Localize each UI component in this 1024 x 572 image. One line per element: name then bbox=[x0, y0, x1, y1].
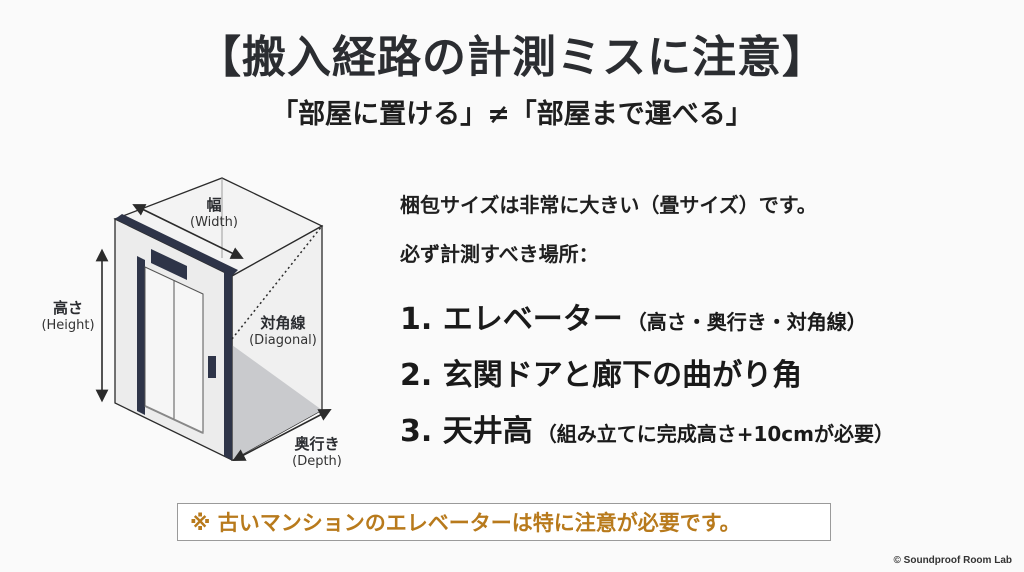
depth-label: 奥行き (Depth) bbox=[292, 435, 342, 470]
list-item: 1. エレベーター（高さ・奥行き・対角線） bbox=[400, 302, 867, 337]
page-subtitle: 「部屋に置ける」≠「部屋まで運べる」 bbox=[271, 99, 753, 130]
elevator-diagram: 幅 (Width) 高さ (Height) 対角線 (Diagonal) 奥行き… bbox=[0, 170, 380, 490]
diagonal-line bbox=[231, 225, 323, 340]
warning-text: ※ 古いマンションのエレベーターは特に注意が必要です。 bbox=[190, 511, 741, 535]
copyright-credit: © Soundproof Room Lab bbox=[893, 555, 1012, 566]
diagonal-label: 対角線 (Diagonal) bbox=[249, 314, 317, 349]
frame-left bbox=[137, 256, 145, 415]
width-arrow bbox=[132, 204, 244, 259]
elevator-illustration bbox=[95, 177, 332, 462]
call-button-panel bbox=[208, 356, 216, 378]
width-label: 幅 (Width) bbox=[190, 196, 238, 231]
measurement-list: 1. エレベーター（高さ・奥行き・対角線） 2. 玄関ドアと廊下の曲がり角 3.… bbox=[400, 292, 894, 460]
height-label: 高さ (Height) bbox=[41, 299, 95, 334]
frame-right bbox=[224, 272, 232, 460]
list-item: 3. 天井高（組み立てに完成高さ+10cmが必要） bbox=[400, 414, 895, 449]
page-title: 【搬入経路の計測ミスに注意】 bbox=[197, 32, 827, 83]
warning-box: ※ 古いマンションのエレベーターは特に注意が必要です。 bbox=[177, 503, 831, 541]
list-item: 2. 玄関ドアと廊下の曲がり角 bbox=[400, 358, 803, 393]
depth-arrow bbox=[232, 409, 332, 461]
places-heading: 必ず計測すべき場所： bbox=[400, 242, 599, 266]
packaging-size-note: 梱包サイズは非常に大きい（畳サイズ）です。 bbox=[400, 193, 817, 217]
